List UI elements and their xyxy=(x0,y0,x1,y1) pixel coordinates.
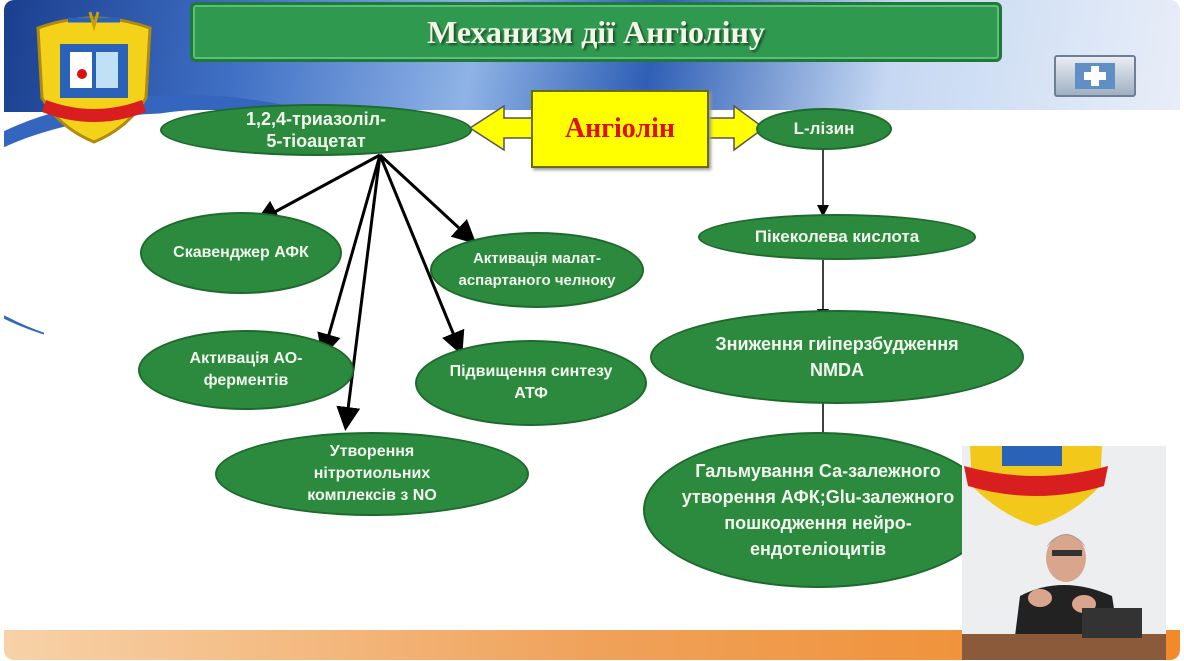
ellipse-ao-enzymes: Активація АО- ферментів xyxy=(138,330,354,410)
speaker-video xyxy=(962,446,1166,660)
presentation-slide: Механизм дії Ангіоліну Ангіолін 1,2,4-тр… xyxy=(4,0,1180,660)
ellipse-malate-shuttle: Активація малат- аспартаного челноку xyxy=(430,232,644,308)
ellipse-scavenger: Скавенджер АФК xyxy=(140,212,342,294)
ellipse-inhibition: Гальмування Са-залежного утворення АФК;G… xyxy=(643,432,993,588)
ellipse-triazolyl: 1,2,4-триазоліл- 5-тіоацетат xyxy=(160,104,472,156)
slide-title-box: Механизм дії Ангіоліну xyxy=(190,2,1002,62)
slide-title: Механизм дії Ангіоліну xyxy=(427,13,765,50)
ellipse-atp-synthesis: Підвищення синтезу АТФ xyxy=(415,340,647,426)
arrow-to-scavenger xyxy=(254,153,381,223)
speaker-webcam-overlay xyxy=(962,446,1166,660)
ellipse-nitrothiol: Утворення нітротиольних комплексів з NO xyxy=(215,432,529,516)
arrow-to-nitro xyxy=(336,154,382,431)
university-crest-logo xyxy=(36,11,152,144)
ellipse-l-lysine: L-лізин xyxy=(756,108,892,150)
ellipse-pipecolic-acid: Пікеколева кислота xyxy=(698,214,976,260)
slide-nav-button[interactable] xyxy=(1054,55,1136,97)
arrow-to-malate xyxy=(378,153,477,245)
angiolin-box: Ангіолін xyxy=(531,90,709,168)
arrow-to-atp xyxy=(378,154,465,356)
plus-icon xyxy=(1075,63,1115,89)
angiolin-label: Ангіолін xyxy=(564,113,676,144)
arrow-to-ao xyxy=(317,154,382,358)
ellipse-nmda: Зниження гиіперзбудження NMDA xyxy=(650,310,1024,404)
